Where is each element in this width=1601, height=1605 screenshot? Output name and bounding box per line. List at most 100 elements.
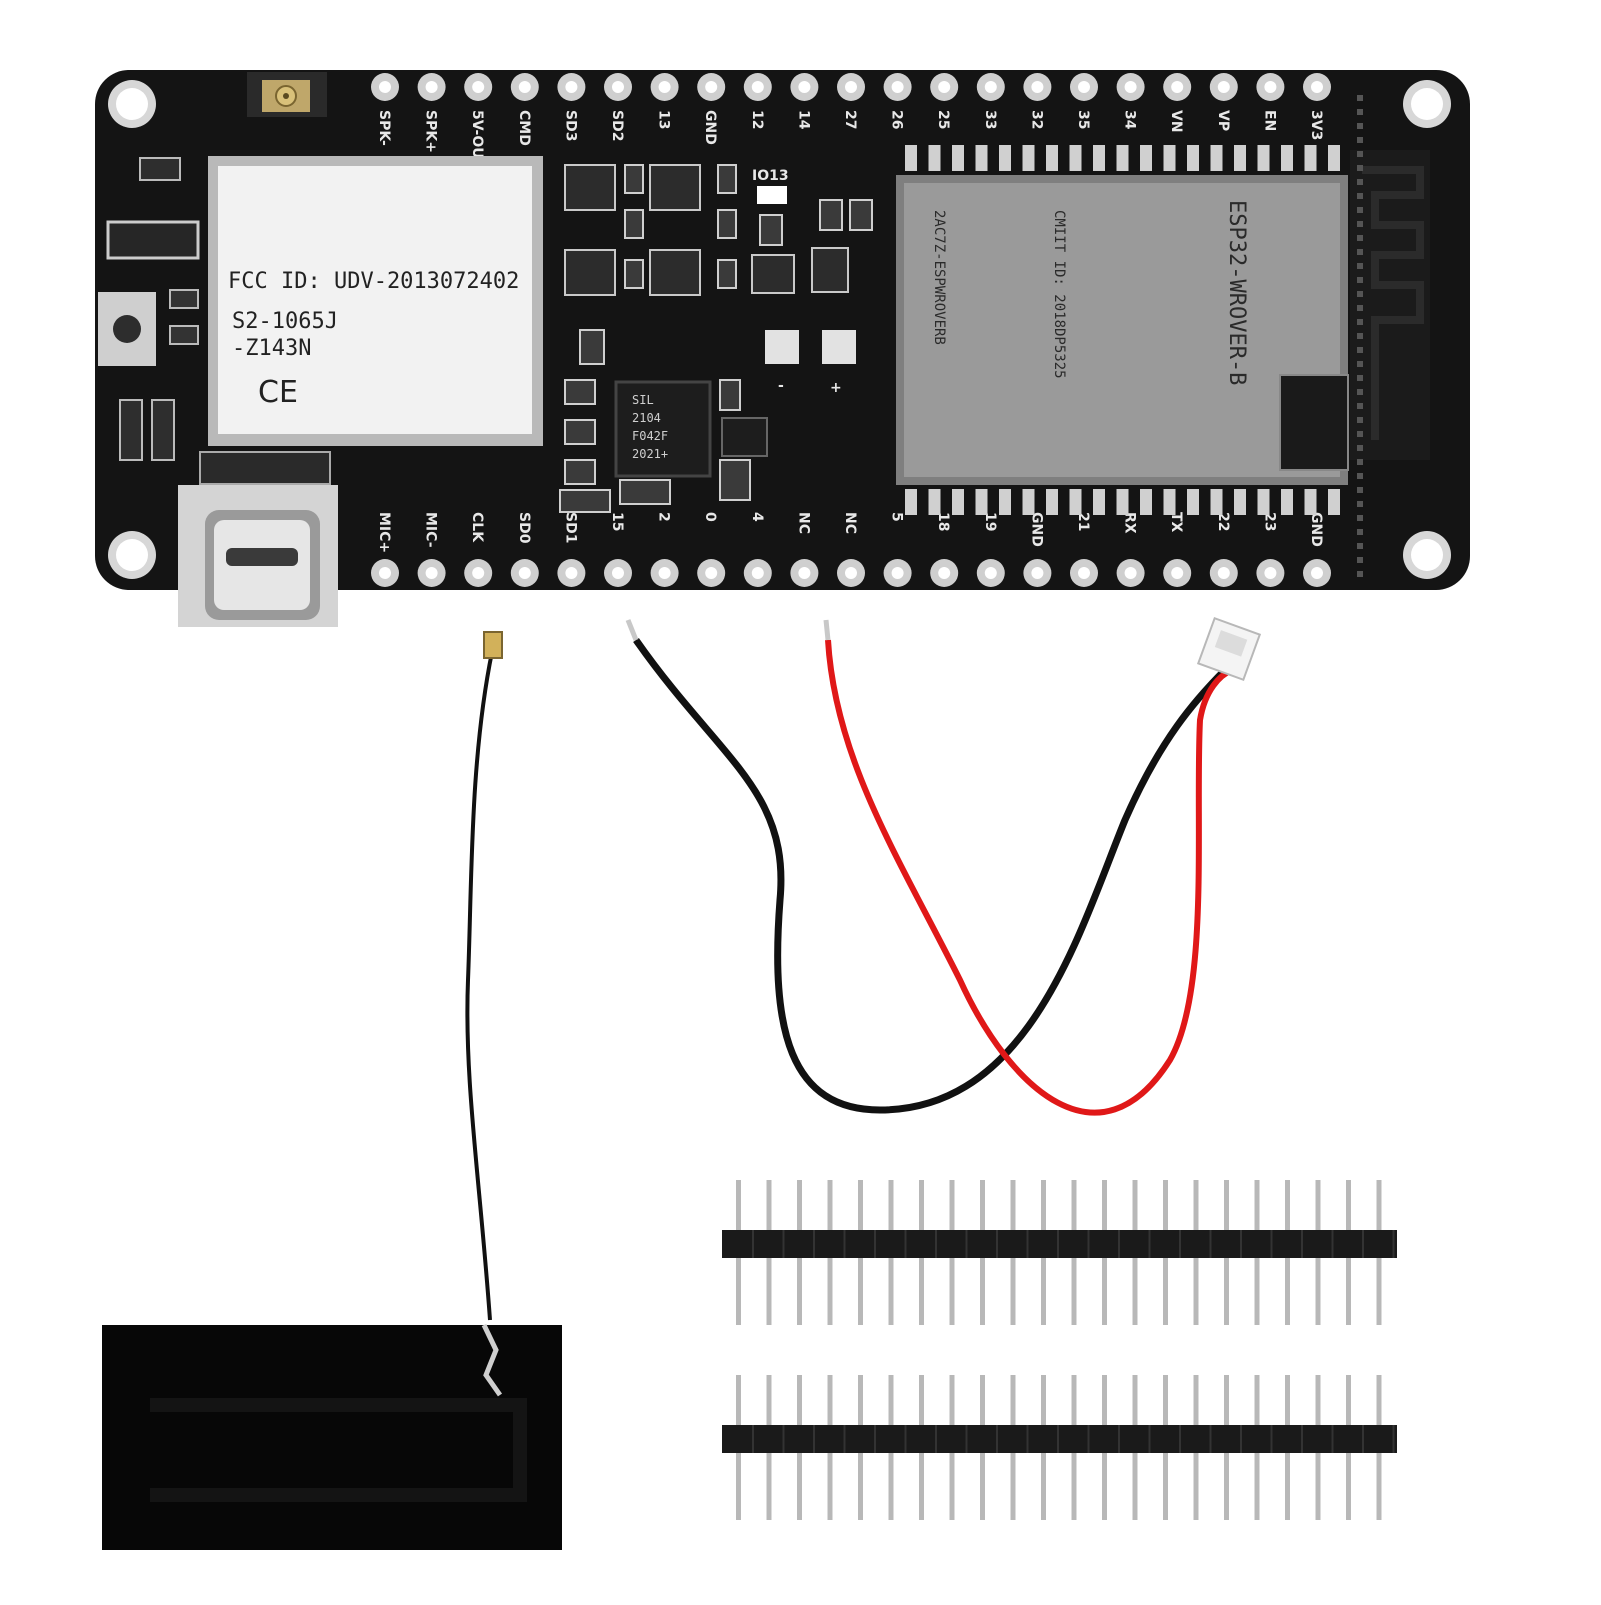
chip-text-line: SIL (632, 393, 654, 407)
pin-header-strip (722, 1180, 1397, 1325)
smd-component (1279, 374, 1349, 471)
pin-hole (379, 567, 391, 579)
battery-pad-positive (822, 330, 856, 364)
module-pad (952, 489, 964, 515)
wrover-fcc-label: 2AC7Z-ESPWROVERB (931, 210, 947, 345)
top-pin-label: 14 (795, 110, 811, 130)
bottom-pin-label: 23 (1261, 512, 1277, 531)
smd-component (169, 289, 199, 309)
ce-mark: CE (258, 375, 298, 410)
pin-hole (705, 81, 718, 93)
top-pin-label: VN (1168, 110, 1184, 133)
pin-hole (612, 81, 624, 93)
module-pad (1069, 489, 1082, 515)
bottom-pin-label: GND (1028, 512, 1044, 547)
bottom-pin-label: 15 (609, 512, 625, 531)
pin-hole (1124, 567, 1137, 579)
top-pin-label: SPK+ (423, 110, 439, 153)
top-pin-label: EN (1261, 110, 1277, 131)
pin-hole (472, 567, 485, 579)
bottom-pin-label: NC (795, 512, 811, 534)
top-pin-label: 33 (982, 110, 998, 129)
bottom-pin-label: 5 (889, 512, 905, 522)
bottom-pin-label: MIC- (423, 512, 439, 548)
bottom-pin-label: 18 (935, 512, 951, 531)
ufl-plug-icon (483, 631, 503, 659)
pin-hole (658, 81, 671, 93)
pin-hole (658, 567, 671, 579)
pin-hole (1078, 567, 1090, 579)
bottom-pin-label: 4 (749, 512, 765, 522)
red-wire (825, 639, 1234, 1116)
module-pad (1022, 145, 1035, 171)
black-wire (633, 637, 1228, 1114)
module-pad (1304, 145, 1317, 171)
module-pad (999, 145, 1011, 171)
bottom-pin-label: SD1 (562, 512, 578, 543)
pin-hole (751, 81, 764, 93)
module-pad (1187, 489, 1199, 515)
top-pin-label: CMD (516, 110, 532, 146)
pin-hole (425, 81, 438, 93)
module-pad (1093, 489, 1105, 515)
pin-hole (1217, 567, 1230, 579)
top-pin-label: 5V-OUT (469, 110, 485, 169)
pin-hole (1171, 81, 1184, 93)
led-io13 (757, 186, 787, 204)
mounting-hole-icon (108, 80, 156, 128)
bottom-pin-label: SD0 (516, 512, 532, 544)
top-pin-label: SD3 (562, 110, 578, 141)
pin-hole (518, 81, 531, 93)
top-pin-label: VP (1215, 110, 1231, 131)
smd-component (169, 325, 199, 345)
smd-component (139, 157, 181, 181)
pin-hole (1124, 81, 1137, 93)
module-pad (1257, 489, 1270, 515)
pin-hole (472, 81, 485, 93)
module-pad (1093, 145, 1105, 171)
module-pad (999, 489, 1011, 515)
mounting-hole-icon (1403, 80, 1451, 128)
module-pad (1281, 489, 1293, 515)
battery-plus-label: + (830, 380, 842, 396)
module-pad (1046, 489, 1058, 515)
bottom-pin-label: RX (1122, 512, 1138, 534)
usb-uart-chip: SIL 2104 F042F 2021+ (614, 380, 712, 478)
pin-hole (379, 81, 391, 93)
pin-hole (845, 567, 857, 579)
pcb-antenna-icon (1350, 95, 1430, 580)
pin-hole (565, 81, 578, 93)
pin-hole (798, 567, 811, 579)
bottom-pin-label: 2 (656, 512, 672, 522)
battery-pad-negative (765, 330, 799, 364)
pin-hole (518, 567, 531, 579)
top-pin-label: 12 (749, 110, 765, 129)
top-pin-label: 32 (1028, 110, 1044, 129)
pin-hole (845, 81, 857, 93)
wire-tip (823, 619, 831, 641)
pin-hole (891, 567, 904, 579)
pin-hole (1311, 567, 1323, 579)
module-pad (1328, 145, 1340, 171)
pin-hole (891, 81, 904, 93)
top-pin-label: SPK- (376, 110, 392, 146)
bottom-pin-label: CLK (469, 512, 485, 543)
module-pad (1116, 145, 1129, 171)
passive-components (559, 164, 873, 513)
chip-text-line: 2104 (632, 411, 661, 425)
module-pad (1234, 145, 1246, 171)
wire-tip (625, 619, 639, 641)
pin-hole (984, 81, 997, 93)
bottom-pin-label: 0 (702, 512, 718, 522)
pin-hole (798, 81, 811, 93)
pin-hole (705, 567, 718, 579)
mounting-hole-icon (108, 531, 156, 579)
module-pad (1210, 489, 1223, 515)
pin-hole (938, 81, 951, 93)
pin-hole (984, 567, 997, 579)
module-pad (1257, 145, 1270, 171)
bottom-pin-label: NC (842, 512, 858, 534)
ufl-antenna-connector-icon (247, 72, 327, 117)
